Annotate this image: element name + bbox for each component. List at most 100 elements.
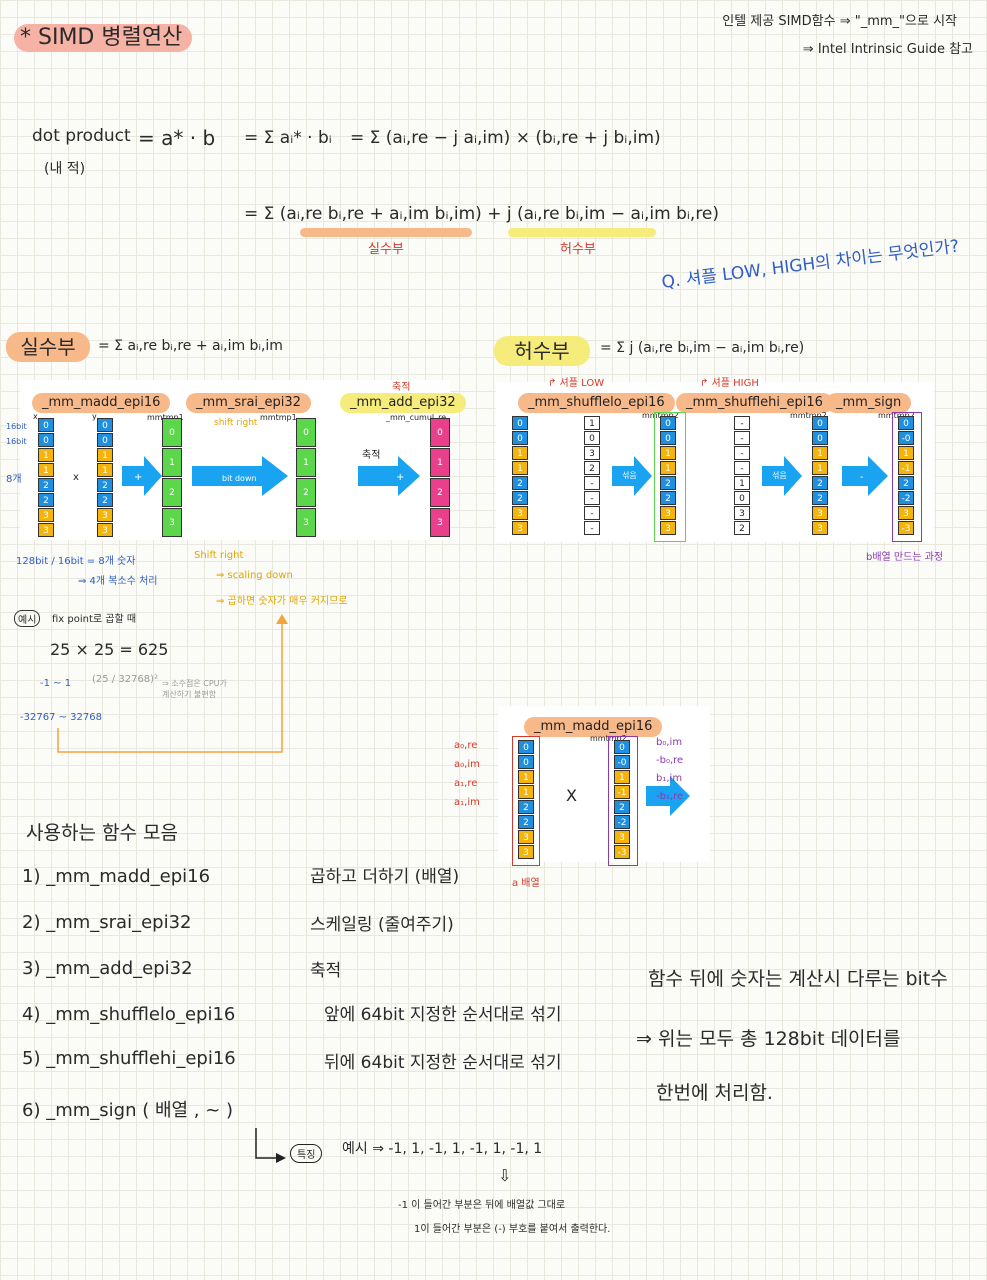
real-formula: = Σ aᵢ,re bᵢ,re + aᵢ,im bᵢ,im <box>98 338 283 354</box>
madd2-left-labels: a₀,re a₀,im a₁,re a₁,im <box>454 736 480 812</box>
fn-desc-2: 스케일링 (줄여주기) <box>310 915 454 935</box>
dot-product-label: dot product <box>32 126 131 146</box>
register-cell: 3 <box>518 830 534 844</box>
mix-arrow-icon-1 <box>612 456 652 496</box>
shift-right-note: shift right <box>214 418 258 428</box>
a1re-label: a₁,re <box>454 778 478 789</box>
register-cell: 3 <box>512 521 528 535</box>
imag-section-title: 허수부 <box>494 336 590 366</box>
register-cell: 3 <box>812 521 828 535</box>
register-cell: 2 <box>296 478 316 507</box>
register-cell: - <box>584 521 600 535</box>
bits-16a: 16bit <box>6 422 27 431</box>
example-frac: (25 / 32768)² <box>92 674 159 685</box>
register-cell: 2 <box>512 491 528 505</box>
side-note-1: 함수 뒤에 숫자는 계산시 다루는 bit수 <box>648 968 948 990</box>
register-cell: 1 <box>296 448 316 477</box>
register-cell: 0 <box>518 740 534 754</box>
register-cell: 1 <box>512 461 528 475</box>
register-cell: 3 <box>430 508 450 537</box>
a-array-box <box>512 736 540 866</box>
eq-4: = Σ (aᵢ,re bᵢ,re + aᵢ,im bᵢ,im) + j (aᵢ,… <box>244 204 719 224</box>
svg-text:+: + <box>396 472 404 483</box>
register-cell: 0 <box>97 418 113 432</box>
b0re-label: -b₀,re <box>656 755 684 766</box>
register-cell: 0 <box>296 418 316 447</box>
fn-desc-4: 앞에 64bit 지정한 순서대로 섞기 <box>324 1005 562 1025</box>
register-cell: 1 <box>38 448 54 462</box>
register-cell: 0 <box>898 416 914 430</box>
down-arrow-icon: ⇩ <box>498 1166 512 1185</box>
bits-8: 8개 <box>6 474 22 485</box>
register-cell: 0 <box>512 416 528 430</box>
register-cell: 3 <box>162 508 182 537</box>
register-cell: 3 <box>97 508 113 522</box>
feature-example: 예시 ⇒ -1, 1, -1, 1, -1, 1, -1, 1 <box>342 1141 543 1157</box>
register-cell: 0 <box>162 418 182 447</box>
fn-sign-label: _mm_sign <box>826 393 912 413</box>
real-highlight <box>300 228 472 237</box>
real-part-label: 실수부 <box>368 242 404 257</box>
register-cell: 0 <box>518 755 534 769</box>
register-cell: -3 <box>898 521 914 535</box>
a-array-label: a 배열 <box>512 878 540 889</box>
register-cell: 3 <box>734 506 750 520</box>
register-cell: 1 <box>614 770 630 784</box>
fn-shufflehi-label: _mm_shufflehi_epi16 <box>676 393 833 413</box>
y-label: y <box>92 412 97 421</box>
register-cell: 3 <box>660 506 676 520</box>
register-cell: 1 <box>660 461 676 475</box>
b-array-note: b배열 만드는 과정 <box>866 552 944 563</box>
fn-item-5: 5) _mm_shufflehi_epi16 <box>22 1048 236 1069</box>
mmtmp2-label-3: mmtmp2 <box>878 411 915 420</box>
register-cell: -2 <box>898 491 914 505</box>
mix-label-2: 섞음 <box>772 471 787 480</box>
b1re-label: -b₁,re <box>656 791 684 802</box>
shift-right-2: ⇒ 곱하면 숫자가 매우 커지므로 <box>216 596 348 607</box>
register-cell: 2 <box>97 478 113 492</box>
register-cell: 2 <box>898 476 914 490</box>
register-cell: 2 <box>518 800 534 814</box>
register-cell: 2 <box>584 461 600 475</box>
register-cell: 3 <box>898 506 914 520</box>
feature-tag: 특징 <box>290 1144 323 1163</box>
fn-desc-1: 곱하고 더하기 (배열) <box>310 867 460 887</box>
register-cell: 0 <box>660 416 676 430</box>
example-frac-note: ⇒ 소수점은 CPU가 계산하기 불편함 <box>162 679 227 699</box>
register-cell: 1 <box>430 448 450 477</box>
register-cell: - <box>734 446 750 460</box>
svg-text:+: + <box>134 472 142 483</box>
register-cell: 2 <box>660 491 676 505</box>
a0re-label: a₀,re <box>454 740 478 751</box>
mix-label-1: 섞음 <box>622 471 637 480</box>
register-cell: 1 <box>518 770 534 784</box>
register-cell: 2 <box>38 478 54 492</box>
cumul-label: _mm_cumul_re <box>386 413 447 422</box>
register-cell: 1 <box>812 461 828 475</box>
mmtmp2-label-1: mmtmp2 <box>642 411 679 420</box>
register-cell: 2 <box>812 491 828 505</box>
imag-formula: = Σ j (aᵢ,re bᵢ,im − aᵢ,im bᵢ,re) <box>600 340 805 356</box>
register-cell: 0 <box>38 433 54 447</box>
register-cell: 0 <box>812 431 828 445</box>
register-cell: 1 <box>734 476 750 490</box>
mix-arrow-icon-2 <box>762 456 802 496</box>
register-cell: 2 <box>518 815 534 829</box>
register-cell: 3 <box>512 506 528 520</box>
fn-item-6: 6) _mm_sign ( 배열 , ~ ) <box>22 1100 234 1121</box>
bits-note-2: ⇒ 4개 복소수 처리 <box>78 576 158 587</box>
register-cell: 2 <box>162 478 182 507</box>
example-tag: 예시 <box>14 610 41 627</box>
register-cell: - <box>584 491 600 505</box>
b0im-label: b₀,im <box>656 737 683 748</box>
eq-4-text: = Σ (aᵢ,re bᵢ,re + aᵢ,im bᵢ,im) + j (aᵢ,… <box>244 204 720 224</box>
orange-connector-icon <box>57 614 288 753</box>
multiply-sign: x <box>73 472 79 483</box>
register-cell: 1 <box>38 463 54 477</box>
register-cell: 3 <box>614 830 630 844</box>
